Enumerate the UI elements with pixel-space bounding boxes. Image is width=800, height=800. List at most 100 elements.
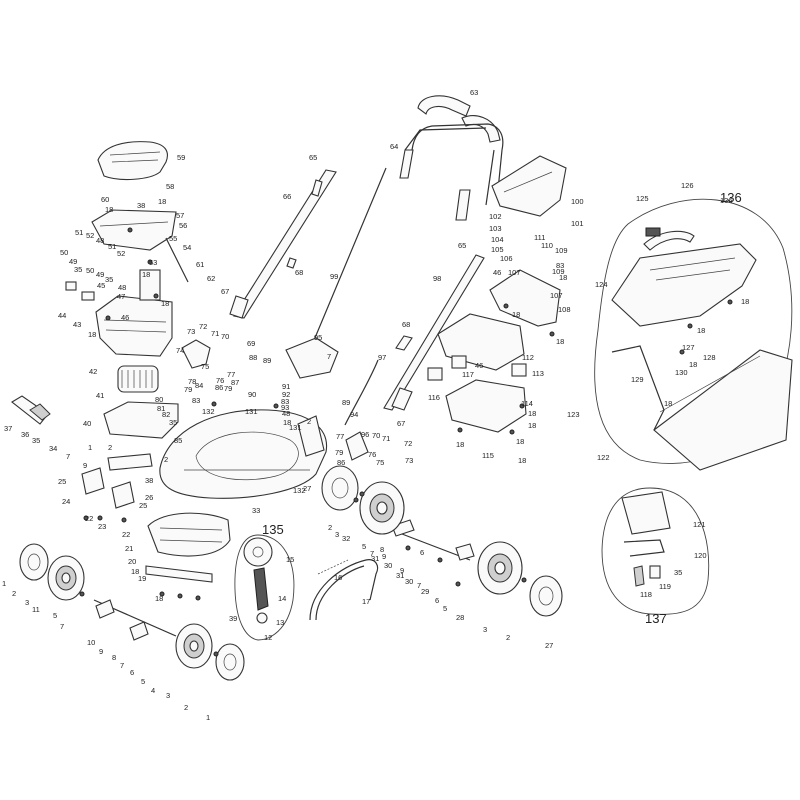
part-label: 8	[380, 545, 384, 554]
front-axle-linkage	[93, 599, 177, 641]
part-label: 30	[405, 577, 413, 586]
part-label: 10	[87, 638, 95, 647]
small-parts-left	[65, 237, 189, 509]
part-label: 88	[249, 353, 257, 362]
part-label: 47	[117, 292, 125, 301]
part-label: 18	[155, 594, 163, 603]
part-label: 48	[118, 283, 126, 292]
grassbox-handle-126	[643, 230, 695, 251]
part-label: 49	[69, 257, 77, 266]
switch-box-95	[285, 337, 339, 379]
deck-33	[159, 409, 328, 499]
part-label: 62	[207, 274, 215, 283]
mulch-clip-118	[633, 565, 661, 587]
part-label: 102	[489, 212, 502, 221]
part-label: 67	[221, 287, 229, 296]
part-label: 5	[362, 542, 366, 551]
part-label: 18	[664, 399, 672, 408]
part-label: 43	[73, 320, 81, 329]
part-label: 79	[184, 385, 192, 394]
wheel-rear-3	[359, 481, 405, 535]
part-label: 75	[376, 458, 384, 467]
part-label: 86	[337, 458, 345, 467]
part-label: 1	[88, 443, 92, 452]
part-label: 98	[433, 274, 441, 283]
part-label: 69	[247, 339, 255, 348]
part-label: 111	[534, 233, 545, 242]
part-label: 21	[125, 544, 133, 553]
part-label: 37	[4, 424, 12, 433]
part-label: 73	[187, 327, 195, 336]
motor-housing-42	[95, 295, 173, 357]
part-label: 3	[483, 625, 487, 634]
wheel-rear-28	[477, 541, 523, 595]
part-label: 41	[96, 391, 104, 400]
part-label: 12	[264, 633, 272, 642]
part-label: 2	[108, 443, 112, 452]
grassbox-lid-124	[611, 243, 757, 327]
wheel-left-bottom-3	[175, 623, 213, 669]
part-label: 31	[371, 554, 379, 563]
part-label: 92	[282, 390, 290, 399]
part-label: 7	[66, 452, 70, 461]
part-label: 9	[83, 461, 87, 470]
part-label: 63	[470, 88, 478, 97]
group-outline-137	[601, 487, 710, 615]
part-label: 89	[342, 398, 350, 407]
part-label: 48	[282, 409, 290, 418]
part-label: 53	[149, 258, 157, 267]
part-label: 97	[378, 353, 386, 362]
part-label: 42	[89, 367, 97, 376]
part-label: 26	[145, 493, 153, 502]
part-label: 119	[659, 582, 671, 591]
axle-bracket-19	[145, 565, 213, 583]
group-label: 135	[262, 522, 284, 537]
part-label: 128	[703, 353, 716, 362]
small-blocks-right	[427, 355, 527, 381]
part-label: 86	[215, 383, 223, 392]
part-label: 18	[158, 197, 166, 206]
part-label: 23	[98, 522, 106, 531]
part-label: 79	[335, 448, 343, 457]
indicator-125	[645, 227, 661, 237]
part-label: 132	[293, 486, 306, 495]
part-label: 66	[283, 192, 291, 201]
part-label: 33	[252, 506, 260, 515]
height-lever-17	[309, 559, 379, 621]
part-label: 29	[421, 587, 429, 596]
part-label: 125	[636, 194, 649, 203]
part-label: 75	[201, 362, 209, 371]
part-label: 108	[558, 305, 571, 314]
part-label: 80	[155, 395, 163, 404]
part-label: 121	[693, 520, 706, 529]
part-label: 82	[162, 410, 170, 419]
part-label: 90	[248, 390, 256, 399]
part-label: 55	[169, 234, 177, 243]
part-label: 118	[640, 590, 652, 599]
part-label: 7	[417, 581, 421, 590]
part-label: 36	[21, 430, 29, 439]
part-label: 123	[567, 410, 580, 419]
part-label: 1	[206, 713, 210, 722]
part-label: 31	[396, 571, 404, 580]
part-label: 6	[420, 548, 424, 557]
part-label: 106	[500, 254, 513, 263]
part-label: 71	[382, 434, 390, 443]
part-label: 74	[176, 346, 184, 355]
part-label: 116	[428, 393, 440, 402]
part-label: 35	[32, 436, 40, 445]
part-label: 25	[58, 477, 66, 486]
mulch-plug-121	[621, 491, 671, 535]
part-label: 18	[512, 310, 520, 319]
part-label: 30	[384, 561, 392, 570]
part-label: 11	[32, 605, 40, 614]
part-label: 45	[97, 281, 105, 290]
part-label: 101	[571, 219, 584, 228]
part-label: 5	[443, 604, 447, 613]
part-label: 24	[62, 497, 70, 506]
part-label: 46	[121, 313, 129, 322]
part-label: 54	[183, 243, 191, 252]
part-label: 40	[83, 419, 91, 428]
part-label: 46	[475, 361, 483, 370]
